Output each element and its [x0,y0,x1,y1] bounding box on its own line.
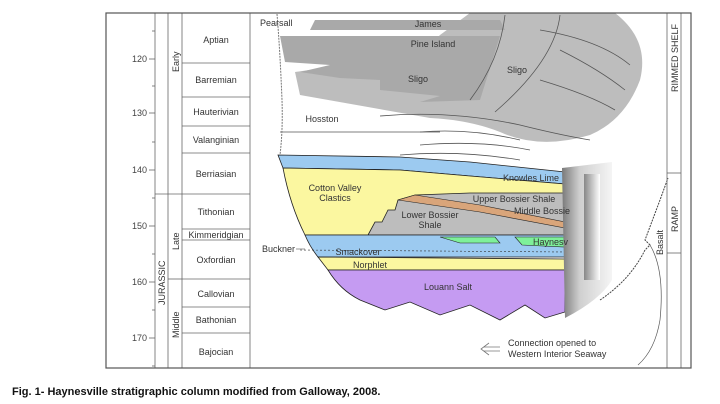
formation-cotton-valley: Cotton Valley [309,183,362,193]
formation-pine-island: Pine Island [411,39,456,49]
basin-margin [276,13,283,156]
formation-lower-bossier: Shale [418,220,441,230]
formation-cotton-valley: Clastics [319,193,351,203]
age-tick: 130 [132,108,147,118]
epoch-early: Early [171,51,181,72]
stage-label: Kimmeridgian [188,230,243,240]
stage-label: Valanginian [193,135,239,145]
louann-salt-layer [327,269,566,321]
formation-knowles-lime: Knowles Lime [503,173,559,183]
james-layer [310,20,505,30]
epoch-middle: Middle [171,311,181,338]
connection-note: Western Interior Seaway [508,349,607,359]
connection-note: Connection opened to [508,338,596,348]
formation-buckner: Buckner [262,244,295,254]
double-arrow-left-icon [480,342,500,356]
figure-frame [105,12,692,369]
stage-label: Oxfordian [196,255,235,265]
setting-rimmed-shelf: RIMMED SHELF [670,23,680,92]
stage-label: Callovian [197,289,234,299]
formation-louann-salt: Louann Salt [424,282,473,292]
age-tick: 140 [132,165,147,175]
setting-ramp: RAMP [670,206,680,232]
formation-haynesville: Haynesv [533,237,569,247]
haynesville-layer-1 [439,236,501,244]
formation-lower-bossier: Lower Bossier [401,210,458,220]
age-tick: 170 [132,333,147,343]
stage-label: Aptian [203,35,229,45]
buckner-dashed-line [299,249,566,253]
formation-hosston: Hosston [305,114,338,124]
age-tick: 150 [132,221,147,231]
stage-label: Tithonian [198,207,235,217]
stage-label: Hauterivian [193,107,239,117]
formation-sligo: Sligo [408,74,428,84]
formation-upper-bossier: Upper Bossier Shale [473,194,556,204]
formation-james: James [415,19,442,29]
seaway-curve [637,244,662,366]
age-tick: 160 [132,277,147,287]
stage-label: Barremian [195,75,237,85]
period-label: JURASSIC [157,260,167,305]
figure-caption: Fig. 1- Haynesville stratigraphic column… [12,386,381,398]
formation-middle-bossier: Middle Bossie [514,206,570,216]
epoch-late: Late [171,232,181,250]
formation-pearsall: Pearsall [260,18,293,28]
age-tick: 120 [132,54,147,64]
stage-label: Bathonian [196,315,237,325]
stage-label: Bajocian [199,347,234,357]
formation-smackover: Smackover [335,247,380,257]
formation-sligo: Sligo [507,65,527,75]
pine-island-sligo-layer [280,36,500,102]
formation-norphlet: Norphlet [353,260,388,270]
basalt-margin [599,177,669,301]
stage-label: Berriasian [196,169,237,179]
sligo-fan-lines [280,14,631,161]
formation-basalt: Basalt [655,229,665,255]
overlay-bar [584,174,600,280]
